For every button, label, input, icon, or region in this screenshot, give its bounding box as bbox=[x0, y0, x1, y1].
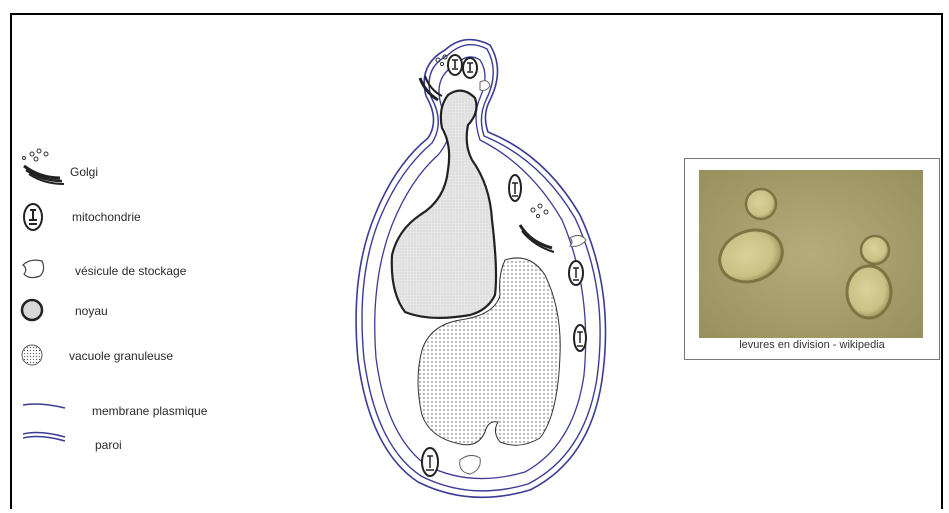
golgi-mother bbox=[520, 204, 554, 252]
legend-label-plasma-membrane: membrane plasmique bbox=[92, 404, 207, 418]
legend-golgi: Golgi bbox=[20, 148, 220, 182]
legend-label-wall: paroi bbox=[95, 438, 122, 452]
golgi-icon bbox=[20, 148, 70, 188]
legend-label-golgi: Golgi bbox=[70, 165, 98, 179]
legend-label-granular-vacuole: vacuole granuleuse bbox=[69, 349, 173, 363]
legend-label-mitochondria: mitochondrie bbox=[72, 210, 141, 224]
legend-label-storage-vesicle: vésicule de stockage bbox=[75, 264, 186, 278]
plasma-membrane-line-icon bbox=[20, 400, 70, 420]
legend-storage-vesicle: vésicule de stockage bbox=[20, 256, 240, 290]
mitochondria-bud bbox=[448, 55, 477, 78]
photo-panel: levures en division - wikipedia bbox=[684, 158, 940, 360]
nucleus bbox=[392, 91, 496, 318]
yeast-photo bbox=[699, 170, 923, 338]
storage-vesicle-bud bbox=[480, 81, 490, 91]
legend-plasma-membrane: membrane plasmique bbox=[20, 400, 260, 434]
nucleus-icon bbox=[20, 298, 50, 328]
storage-vesicle-icon bbox=[20, 256, 50, 286]
cell-wall-line-icon bbox=[20, 430, 70, 450]
legend-label-nucleus: noyau bbox=[75, 304, 108, 318]
storage-vesicle-mother-1 bbox=[570, 235, 586, 246]
granular-vacuole-icon bbox=[20, 343, 50, 373]
legend-granular-vacuole: vacuole granuleuse bbox=[20, 343, 240, 377]
storage-vesicle-mother-2 bbox=[460, 455, 481, 474]
legend-wall: paroi bbox=[20, 430, 220, 464]
legend-nucleus: noyau bbox=[20, 298, 220, 332]
legend-mitochondria: mitochondrie bbox=[20, 202, 220, 236]
photo-caption: levures en division - wikipedia bbox=[685, 339, 939, 351]
mitochondria-icon bbox=[20, 202, 50, 236]
yeast-cell-diagram bbox=[330, 20, 630, 510]
